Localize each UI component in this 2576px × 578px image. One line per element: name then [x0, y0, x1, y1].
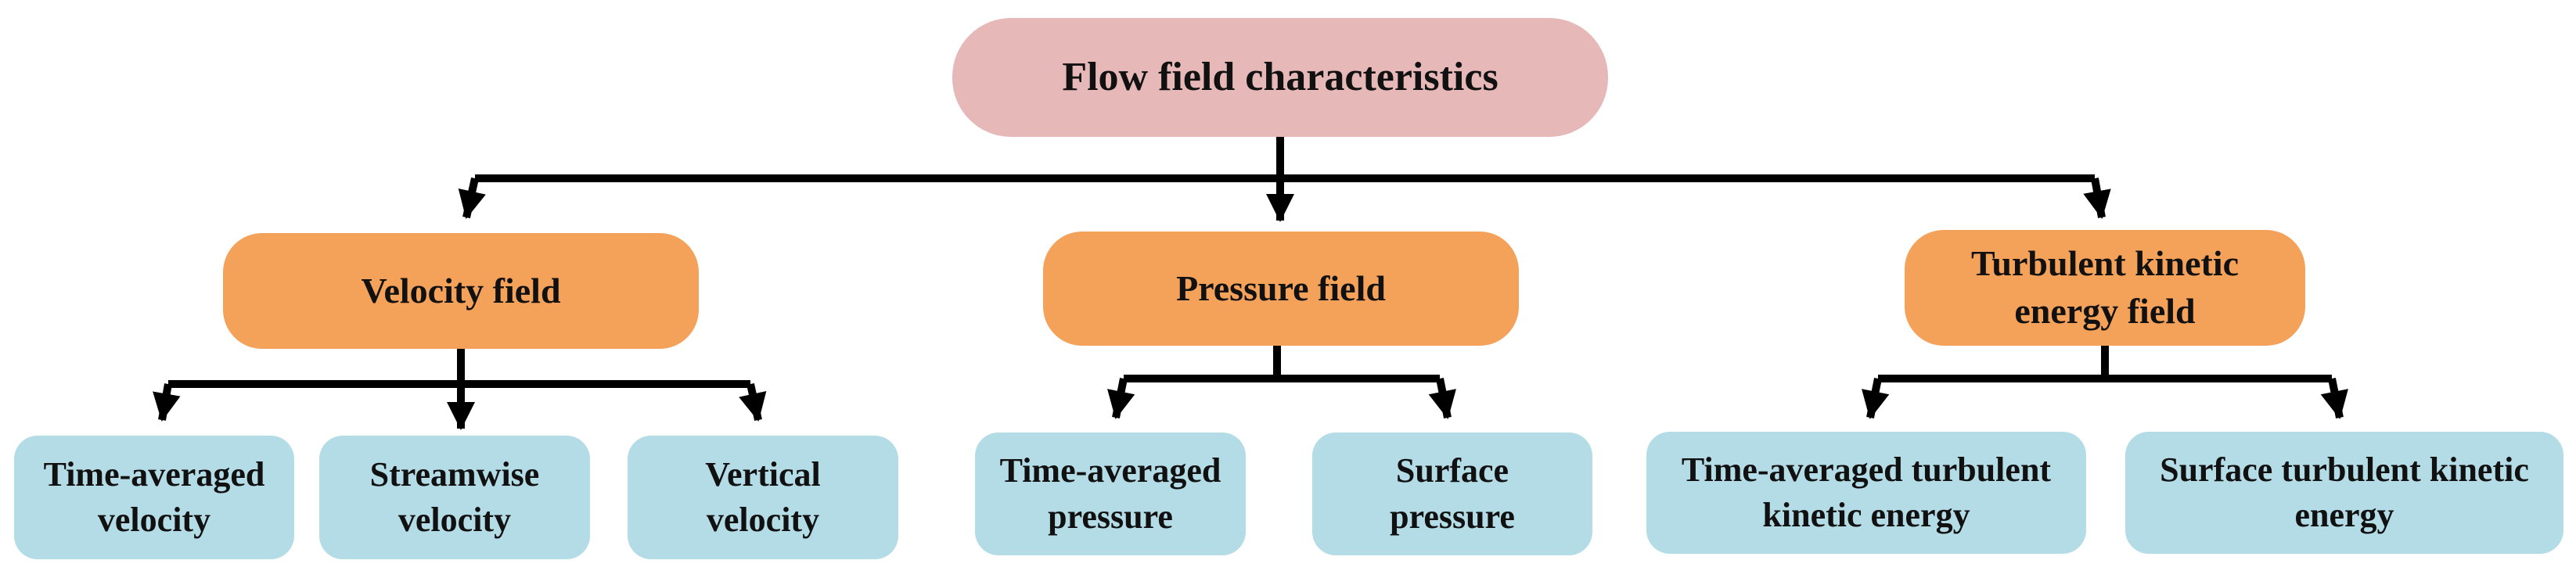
- vertical-velocity-label: Vertical velocity: [705, 454, 821, 539]
- node-pressure-field: Pressure field: [1043, 232, 1519, 346]
- time-averaged-pressure-label: Time-averaged pressure: [999, 451, 1221, 536]
- node-turbulent-kinetic-energy-field: Turbulent kinetic energy field: [1905, 230, 2305, 346]
- streamwise-velocity-label: Streamwise velocity: [369, 454, 540, 539]
- root-node-label: Flow field characteristics: [1062, 54, 1498, 99]
- velocity-field-label: Velocity field: [361, 270, 561, 311]
- arrow-to-time-averaged-tke: [1862, 378, 1890, 419]
- node-streamwise-velocity: Streamwise velocity: [319, 436, 590, 559]
- arrow-to-time-averaged-pressure: [1107, 378, 1135, 419]
- node-surface-turbulent-kinetic-energy: Surface turbulent kinetic energy: [2125, 432, 2563, 554]
- arrow-to-surface-tke: [2320, 378, 2348, 419]
- arrow-to-vertical-velocity: [739, 382, 767, 422]
- node-vertical-velocity: Vertical velocity: [628, 436, 898, 559]
- root-node-flow-field-characteristics: Flow field characteristics: [952, 18, 1608, 137]
- arrow-to-time-averaged-velocity: [153, 383, 181, 422]
- time-averaged-tke-label: Time-averaged turbulent kinetic energy: [1681, 450, 2052, 534]
- node-time-averaged-pressure: Time-averaged pressure: [975, 433, 1246, 555]
- turbulent-kinetic-energy-field-label: Turbulent kinetic energy field: [1970, 243, 2240, 331]
- time-averaged-velocity-label: Time-averaged velocity: [43, 454, 265, 539]
- surface-pressure-label: Surface pressure: [1390, 451, 1515, 536]
- arrow-to-tke-field: [2083, 178, 2111, 219]
- node-time-averaged-turbulent-kinetic-energy: Time-averaged turbulent kinetic energy: [1646, 432, 2086, 554]
- surface-tke-label: Surface turbulent kinetic energy: [2160, 450, 2529, 534]
- arrow-to-surface-pressure: [1428, 378, 1456, 419]
- node-time-averaged-velocity: Time-averaged velocity: [14, 436, 294, 559]
- arrow-to-velocity-field: [458, 177, 486, 219]
- node-surface-pressure: Surface pressure: [1312, 433, 1592, 555]
- pressure-field-label: Pressure field: [1176, 267, 1386, 308]
- node-velocity-field: Velocity field: [223, 233, 699, 349]
